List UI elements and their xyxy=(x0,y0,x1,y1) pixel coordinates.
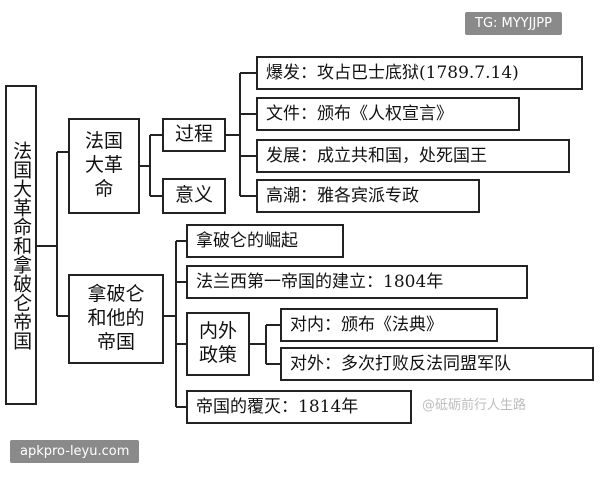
policy-node: 内外 政策 xyxy=(186,312,250,376)
policy-external-node: 对外：多次打败反法同盟军队 xyxy=(280,347,594,381)
branch1-node: 法国 大革 命 xyxy=(68,118,140,214)
process-item-document: 文件：颁布《人权宣言》 xyxy=(256,97,520,131)
root-node: 法国大革命和拿破仑帝国 xyxy=(5,85,37,405)
watermark-credit: @砥砺前行人生路 xyxy=(422,398,527,413)
policy-internal-node: 对内：颁布《法典》 xyxy=(280,308,498,342)
watermark-top: TG: MYYJJPP xyxy=(465,12,562,35)
process-item-outbreak: 爆发：攻占巴士底狱(1789.7.14) xyxy=(256,56,583,90)
watermark-bottom: apkpro-leyu.com xyxy=(10,440,140,463)
empire-founding-node: 法兰西第一帝国的建立：1804年 xyxy=(186,265,528,299)
empire-fall-node: 帝国的覆灭：1814年 xyxy=(186,390,412,424)
napoleon-rise-node: 拿破仑的崛起 xyxy=(186,224,344,258)
process-item-climax: 高潮：雅各宾派专政 xyxy=(256,179,480,213)
branch2-node: 拿破仑 和他的 帝国 xyxy=(68,274,164,364)
meaning-node: 意义 xyxy=(162,178,226,214)
process-node: 过程 xyxy=(162,118,226,152)
process-item-development: 发展：成立共和国，处死国王 xyxy=(256,139,570,173)
